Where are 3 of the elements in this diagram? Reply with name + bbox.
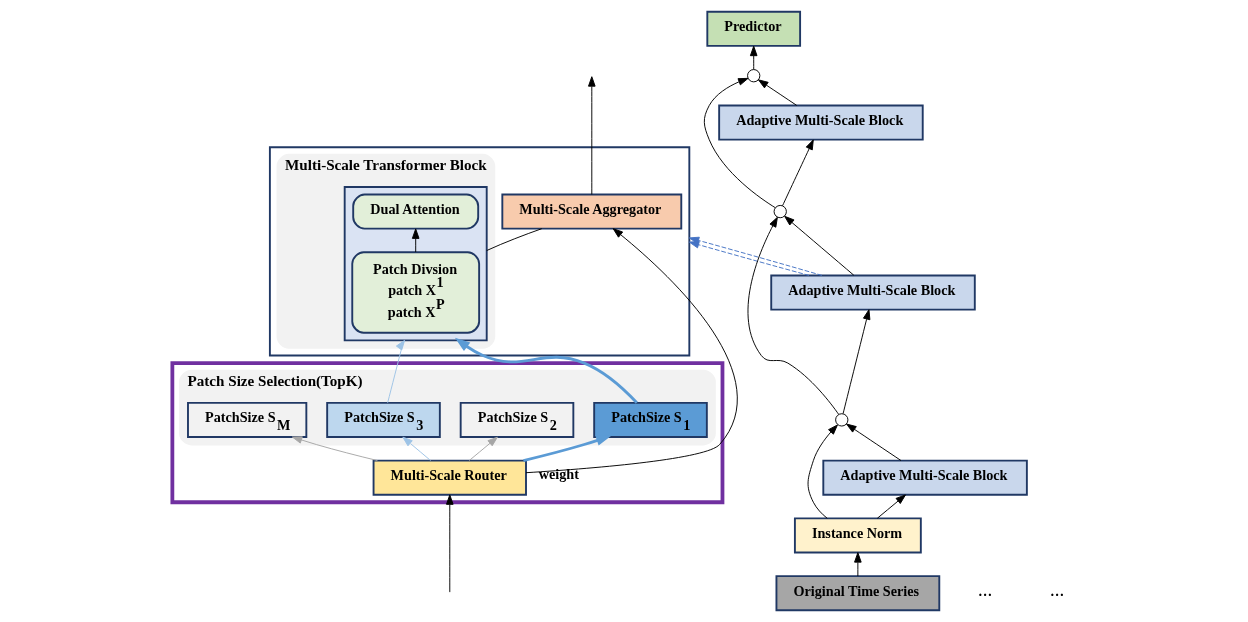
label: …	[978, 582, 993, 599]
label: …	[1050, 582, 1065, 599]
edge-label: weight	[538, 466, 579, 483]
